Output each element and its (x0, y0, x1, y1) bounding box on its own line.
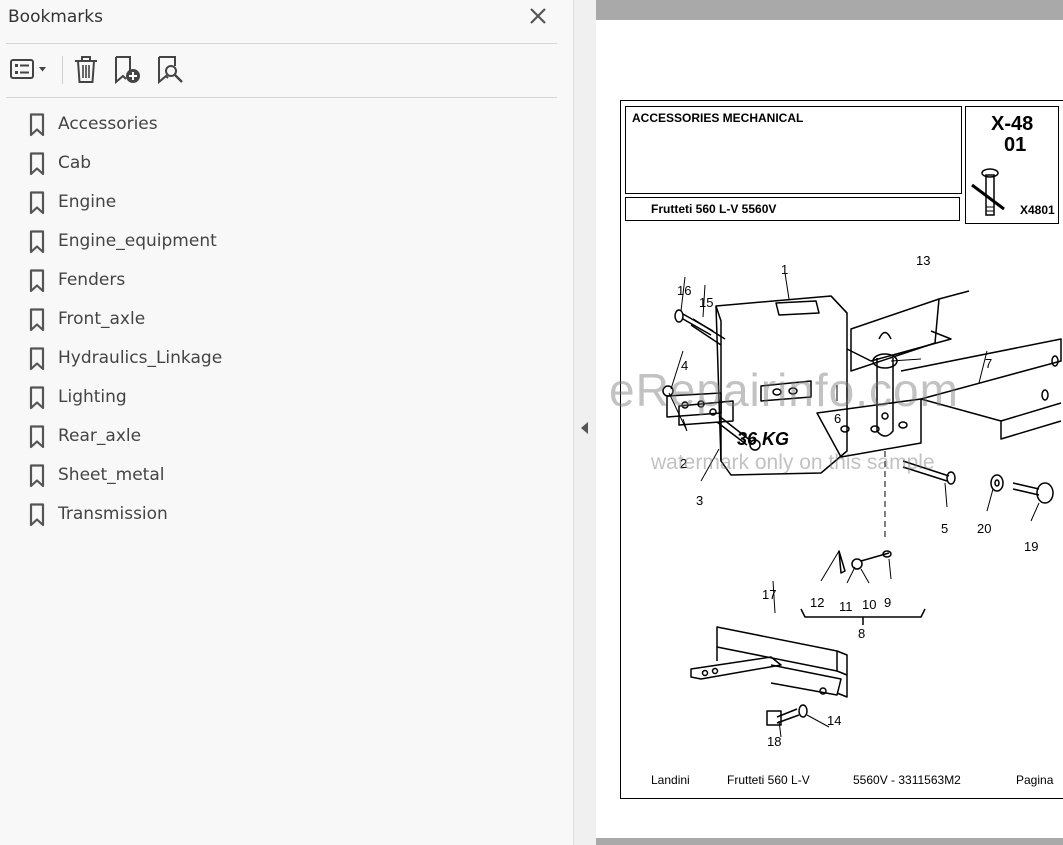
code-line-1: X-48 (991, 113, 1034, 135)
bookmark-label: Front_axle (58, 309, 146, 329)
bookmark-label: Sheet_metal (58, 465, 165, 485)
bookmark-item[interactable]: Transmission (24, 498, 544, 530)
bookmark-item[interactable]: Engine (24, 186, 544, 218)
callout-label: 5 (941, 521, 949, 536)
bookmark-item[interactable]: Engine_equipment (24, 225, 544, 257)
find-bookmark-button[interactable] (154, 52, 188, 86)
options-button[interactable] (8, 52, 52, 86)
bookmark-label: Cab (58, 153, 92, 173)
new-bookmark-button[interactable] (111, 52, 145, 86)
list-options-icon (10, 59, 46, 79)
footer-model: Frutteti 560 L-V (727, 773, 810, 787)
bookmark-icon (29, 464, 45, 488)
callout-label: 2 (680, 456, 688, 471)
callout-label: 11 (839, 599, 853, 614)
panel-title: Bookmarks (8, 7, 103, 27)
bookmark-icon (29, 269, 45, 293)
bookmark-label: Engine (58, 192, 117, 212)
title-box: ACCESSORIES MECHANICAL (625, 106, 962, 194)
footer-code: 5560V - 3311563M2 (853, 773, 961, 787)
section-title: ACCESSORIES MECHANICAL (632, 111, 804, 125)
bookmark-icon (29, 230, 45, 254)
callout-label: 10 (862, 597, 877, 612)
document-view[interactable]: ACCESSORIES MECHANICAL Frutteti 560 L-V … (596, 0, 1063, 845)
watermark-main: eRepairinfo.com (609, 364, 959, 416)
watermark-sub: watermark only on this sample (651, 451, 935, 474)
bookmark-item[interactable]: Lighting (24, 381, 544, 413)
bookmark-label: Hydraulics_Linkage (58, 348, 223, 368)
panel-splitter[interactable] (573, 0, 596, 845)
bookmark-icon (29, 152, 45, 176)
model-box: Frutteti 560 L-V 5560V (625, 197, 960, 221)
callout-label: 9 (884, 595, 892, 610)
callout-label: 14 (827, 713, 842, 728)
model-box-text: Frutteti 560 L-V 5560V (651, 202, 777, 216)
callout-label: 8 (858, 626, 866, 641)
callout-label: 12 (810, 595, 825, 610)
callout-label: 19 (1024, 539, 1039, 554)
pin-thumbnail-icon (971, 168, 1005, 216)
bookmark-label: Lighting (58, 387, 127, 407)
bookmark-item[interactable]: Cab (24, 147, 544, 179)
bookmark-label: Transmission (58, 504, 168, 524)
bookmarks-panel: Bookmarks (6, 4, 557, 530)
callout-label: 13 (916, 253, 931, 268)
code-line-2: 01 (1004, 134, 1027, 156)
bookmark-icon (29, 386, 45, 410)
bookmark-icon (29, 503, 45, 527)
callout-label: 7 (985, 356, 993, 371)
bookmark-icon (29, 425, 45, 449)
parts-diagram: 36 KG (662, 272, 1062, 738)
bookmark-item[interactable]: Front_axle (24, 303, 544, 335)
divider (6, 97, 557, 98)
callout-label: 15 (699, 295, 714, 310)
callout-label: 4 (681, 358, 689, 373)
bookmark-icon (29, 113, 45, 137)
bookmark-add-icon (115, 56, 140, 85)
bookmark-item[interactable]: Rear_axle (24, 420, 544, 452)
collapse-panel-arrow-icon[interactable] (581, 422, 588, 434)
code-box: X-48 01 X4801 (965, 106, 1059, 224)
bookmark-item[interactable]: Hydraulics_Linkage (24, 342, 544, 374)
weight-plate-text: 36 KG (737, 429, 789, 449)
callout-label: 3 (696, 493, 704, 508)
divider (6, 43, 557, 44)
trash-icon (75, 56, 97, 83)
footer-page: Pagina (1016, 773, 1054, 787)
callout-label: 18 (767, 734, 782, 749)
bookmark-item[interactable]: Fenders (24, 264, 544, 296)
footer-brand: Landini (651, 773, 690, 787)
callout-label: 16 (677, 283, 692, 298)
bookmark-label: Engine_equipment (58, 231, 217, 251)
bookmark-icon (29, 347, 45, 371)
callout-label: 1 (781, 262, 789, 277)
bookmark-label: Rear_axle (58, 426, 142, 446)
close-panel-button[interactable] (526, 4, 550, 28)
delete-bookmark-button[interactable] (70, 52, 102, 86)
bookmark-label: Accessories (58, 114, 158, 134)
callout-label: 17 (762, 587, 777, 602)
bookmark-item[interactable]: Sheet_metal (24, 459, 544, 491)
page-gap-top (596, 0, 1063, 20)
bookmark-search-icon (158, 56, 183, 85)
bookmark-label: Fenders (58, 270, 126, 290)
bookmark-icon (29, 191, 45, 215)
page-gap-bottom (596, 838, 1063, 845)
toolbar-separator (62, 56, 63, 84)
close-icon (530, 8, 546, 24)
bookmark-icon (29, 308, 45, 332)
document-page: ACCESSORIES MECHANICAL Frutteti 560 L-V … (609, 100, 1063, 799)
bookmark-item[interactable]: Accessories (24, 108, 544, 140)
callout-label: 20 (977, 521, 992, 536)
callout-label: 6 (834, 411, 842, 426)
figure-ref: X4801 (1020, 203, 1055, 217)
